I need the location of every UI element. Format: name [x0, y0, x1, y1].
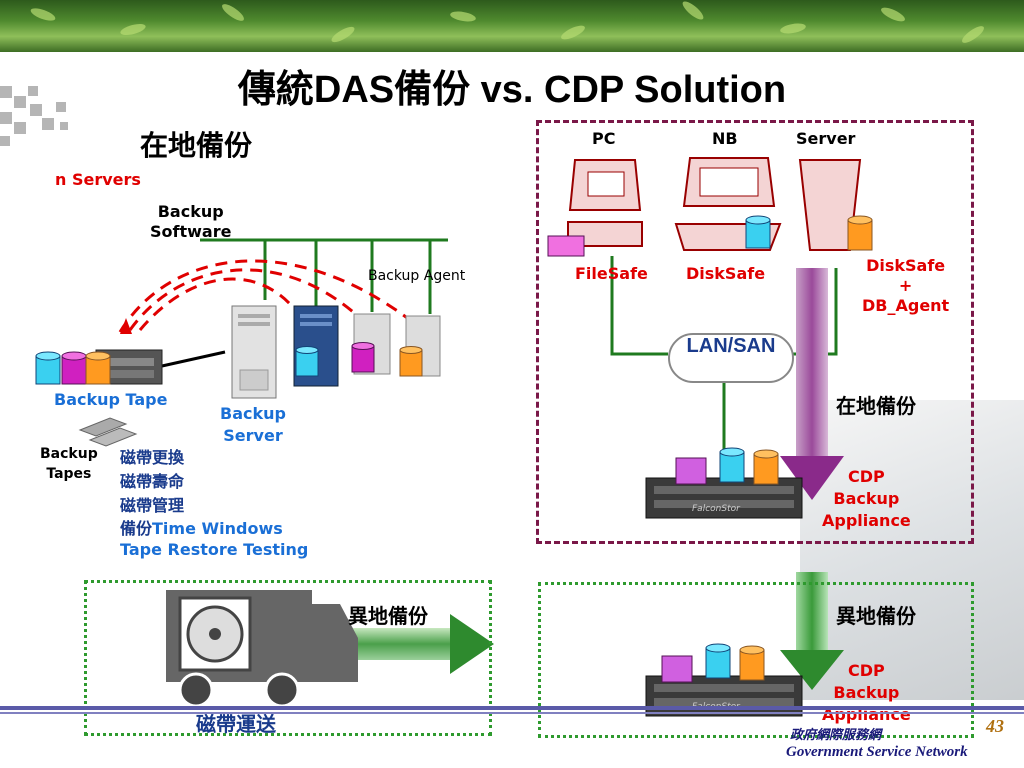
green-down-arrow-icon	[780, 572, 844, 690]
offsite-right-box	[538, 582, 974, 738]
blue-server-icon	[293, 305, 339, 387]
leaf-banner	[0, 0, 1024, 52]
tape-issue-3: 磁帶管理	[120, 496, 185, 515]
network-bus	[200, 238, 448, 314]
cdp-appliance-label: CDP Backup Appliance	[822, 467, 911, 530]
local-backup-label-right: 在地備份	[836, 394, 916, 418]
backup-agent-label: Backup Agent	[368, 268, 466, 284]
tape-restore-label: Tape Restore Testing	[120, 540, 309, 559]
tape-cylinder-icon	[35, 351, 111, 385]
disc-icon	[178, 596, 252, 672]
offsite-left-box	[84, 580, 492, 736]
backup-server-label: Backup Server	[220, 404, 286, 445]
local-backup-box	[536, 120, 974, 544]
backup-tape-label: Backup Tape	[54, 390, 168, 409]
offsite-backup-label-right: 異地備份	[836, 604, 916, 628]
cdp-appliance-icon	[645, 447, 803, 519]
tapes-stack-icon	[78, 417, 138, 447]
lan-san-cloud: LAN/SAN	[668, 333, 794, 383]
backup-server-icon	[231, 305, 277, 399]
disksafe-label: DiskSafe	[686, 264, 766, 283]
computer-icon	[547, 157, 873, 257]
filesafe-label: FileSafe	[575, 264, 648, 283]
org-english: Government Service Network	[786, 744, 968, 760]
tape-issue-1: 磁帶更換	[120, 448, 185, 467]
page-title: 傳統DAS備份 vs. CDP Solution	[237, 69, 787, 111]
footer-line-2	[0, 712, 1024, 714]
purple-arrow-icon	[780, 268, 844, 500]
server-label: Server	[796, 129, 856, 148]
page-number: 43	[986, 716, 1004, 736]
cdp-appliance-offsite-label: CDP Backup Appliance	[822, 661, 911, 724]
tape-transport-label: 磁帶運送	[196, 712, 276, 736]
backup-arcs	[118, 259, 411, 333]
footer-line	[0, 706, 1024, 710]
nb-label: NB	[712, 129, 738, 148]
backup-software-label: Backup Software	[150, 202, 232, 241]
pc-label: PC	[592, 129, 616, 148]
agent-server-icon	[351, 313, 441, 377]
backup-tapes-label: Backup Tapes	[40, 446, 98, 482]
appliance-brand-top: FalconStor	[692, 504, 740, 514]
time-windows-label: 備份Time Windows	[120, 519, 283, 538]
disksafe-agent-label: DiskSafe + DB_Agent	[862, 256, 950, 315]
n-servers-label: n Servers	[55, 170, 141, 189]
org-chinese: 政府網際服務網	[790, 728, 882, 743]
tape-issue-2: 磁帶壽命	[120, 472, 185, 491]
local-backup-heading: 在地備份	[140, 129, 253, 162]
offsite-backup-label-left: 異地備份	[348, 604, 428, 628]
